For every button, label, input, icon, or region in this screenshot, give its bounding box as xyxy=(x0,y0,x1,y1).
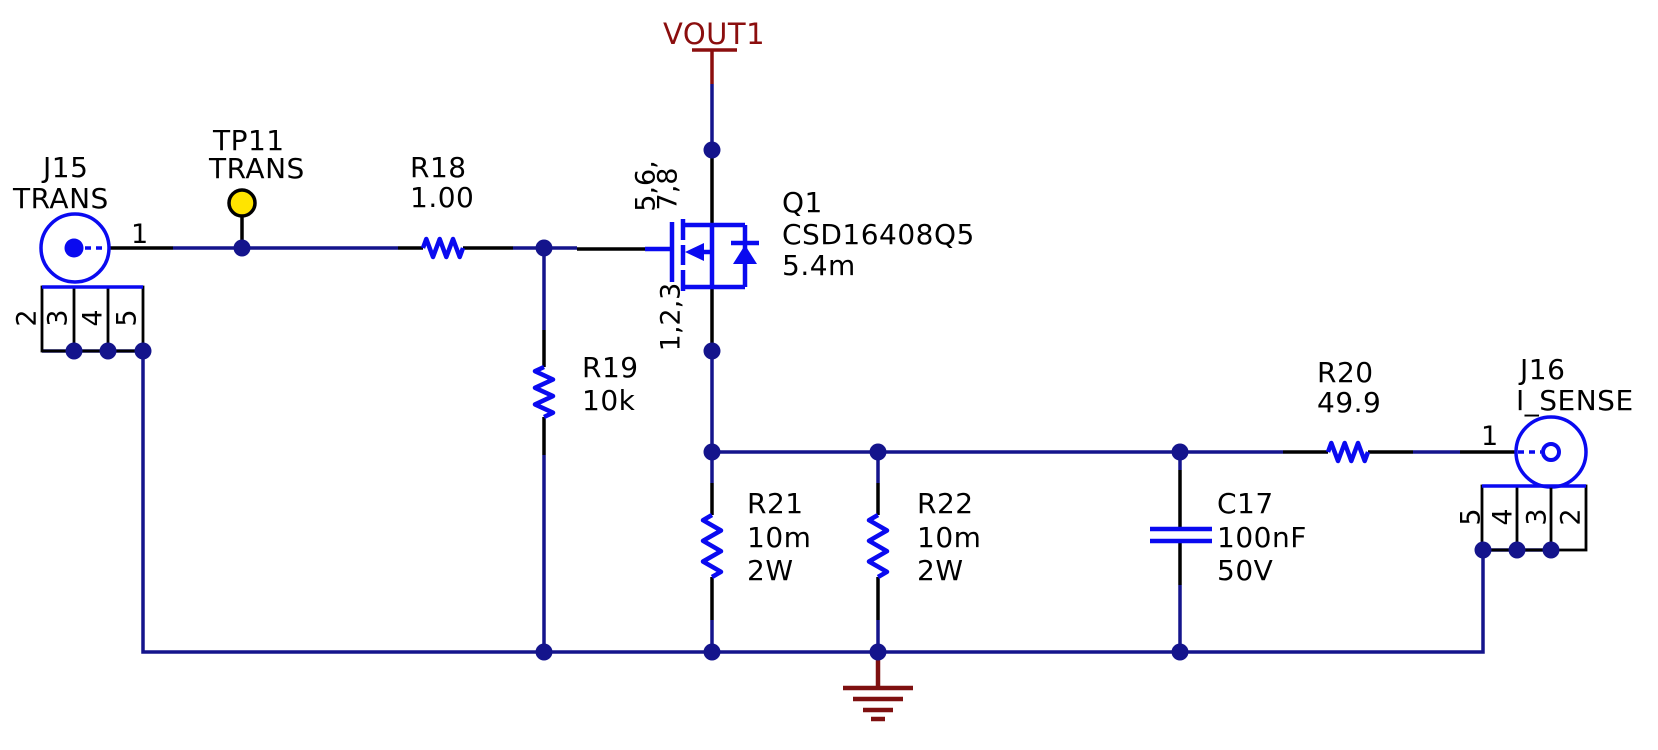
resistor-r19[interactable]: R19 10k xyxy=(532,351,639,420)
junction-dot xyxy=(703,443,721,461)
capacitor-c17[interactable]: C17 100nF 50V xyxy=(1150,487,1307,587)
j15-pin4-number: 4 xyxy=(78,309,109,326)
junction-dot xyxy=(1508,541,1526,559)
j16-pin1-number: 1 xyxy=(1481,421,1498,452)
j15-ref: J15 xyxy=(41,151,88,184)
junction-dot xyxy=(535,239,553,257)
junction-dot xyxy=(99,342,117,360)
r21-power: 2W xyxy=(747,554,794,587)
c17-value: 100nF xyxy=(1217,521,1307,554)
r19-ref: R19 xyxy=(582,351,639,384)
mosfet-q1[interactable]: 5,6, 7,8 1,2,3 Q1 CSD16408Q5 5.4m xyxy=(631,160,975,351)
q1-arrow-head xyxy=(685,243,704,261)
j15-center-pin xyxy=(64,238,84,258)
j15-value: TRANS xyxy=(12,182,109,215)
j15-pin2-number: 2 xyxy=(12,309,43,326)
resistor-r20[interactable]: R20 49.9 xyxy=(1317,356,1381,464)
j16-ref: J16 xyxy=(1518,353,1565,386)
r21-zigzag xyxy=(700,513,724,579)
vout1-label: VOUT1 xyxy=(663,17,765,51)
j15-pin5-number: 5 xyxy=(112,309,143,326)
junction-dots xyxy=(65,141,1560,661)
junction-dot xyxy=(703,643,721,661)
j16-pin5-number: 5 xyxy=(1456,508,1487,525)
junction-dot xyxy=(1474,541,1492,559)
connector-j15[interactable]: 1 2 3 4 5 J15 TRANS xyxy=(12,151,149,353)
j16-value: I_SENSE xyxy=(1516,384,1634,417)
r20-value: 49.9 xyxy=(1317,386,1381,419)
r22-power: 2W xyxy=(917,554,964,587)
q1-diode-triangle xyxy=(733,245,757,264)
junction-dot xyxy=(869,643,887,661)
junction-dot xyxy=(1542,541,1560,559)
q1-drain-pins-line2: 7,8 xyxy=(653,168,684,211)
r22-value: 10m xyxy=(917,521,981,554)
ground-symbol[interactable] xyxy=(843,654,913,722)
junction-dot xyxy=(134,342,152,360)
r19-value: 10k xyxy=(582,384,636,417)
r20-zigzag xyxy=(1325,440,1371,464)
j15-pin1-number: 1 xyxy=(131,219,148,250)
q1-drain-pins-line1: 5,6, xyxy=(631,160,662,212)
r22-ref: R22 xyxy=(917,487,974,520)
pin-leads xyxy=(110,152,1516,620)
c17-ref: C17 xyxy=(1217,487,1274,520)
junction-dot xyxy=(65,342,83,360)
q1-value: CSD16408Q5 xyxy=(782,218,975,251)
j15-pin3-number: 3 xyxy=(43,309,74,326)
r18-ref: R18 xyxy=(410,151,467,184)
resistor-r18[interactable]: R18 1.00 xyxy=(410,151,474,260)
junction-dot xyxy=(535,643,553,661)
junction-dot xyxy=(869,443,887,461)
junction-dot xyxy=(703,342,721,360)
net-label-vout1[interactable]: VOUT1 xyxy=(663,17,765,84)
junction-dot xyxy=(703,141,721,159)
r21-value: 10m xyxy=(747,521,811,554)
r20-ref: R20 xyxy=(1317,356,1374,389)
tp11-ref: TP11 xyxy=(212,124,285,157)
j16-pin4-number: 4 xyxy=(1488,508,1519,525)
resistor-r21[interactable]: R21 10m 2W xyxy=(700,487,811,587)
r19-zigzag xyxy=(532,364,556,420)
j16-pin3-number: 3 xyxy=(1522,508,1553,525)
tp11-value: TRANS xyxy=(208,152,305,185)
wire-bottom-bus xyxy=(141,351,1485,654)
r21-ref: R21 xyxy=(747,487,804,520)
r22-zigzag xyxy=(866,513,890,579)
q1-source-pins: 1,2,3 xyxy=(656,283,687,352)
j16-center-ring xyxy=(1541,442,1561,462)
q1-ref: Q1 xyxy=(782,186,823,219)
connector-j16[interactable]: 1 5 4 3 2 J16 I_SENSE xyxy=(1456,353,1634,552)
c17-voltage: 50V xyxy=(1217,554,1273,587)
j15-barrel-circle xyxy=(39,212,111,284)
j16-pin2-number: 2 xyxy=(1556,508,1587,525)
junction-dot xyxy=(1171,643,1189,661)
resistor-r22[interactable]: R22 10m 2W xyxy=(866,487,981,587)
tp11-pad xyxy=(227,188,257,218)
q1-rds-on: 5.4m xyxy=(782,249,856,282)
r18-value: 1.00 xyxy=(410,181,474,214)
r18-zigzag xyxy=(420,236,466,260)
junction-dot xyxy=(1171,443,1189,461)
testpoint-tp11[interactable]: TP11 TRANS xyxy=(208,124,305,248)
junction-dot xyxy=(233,239,251,257)
